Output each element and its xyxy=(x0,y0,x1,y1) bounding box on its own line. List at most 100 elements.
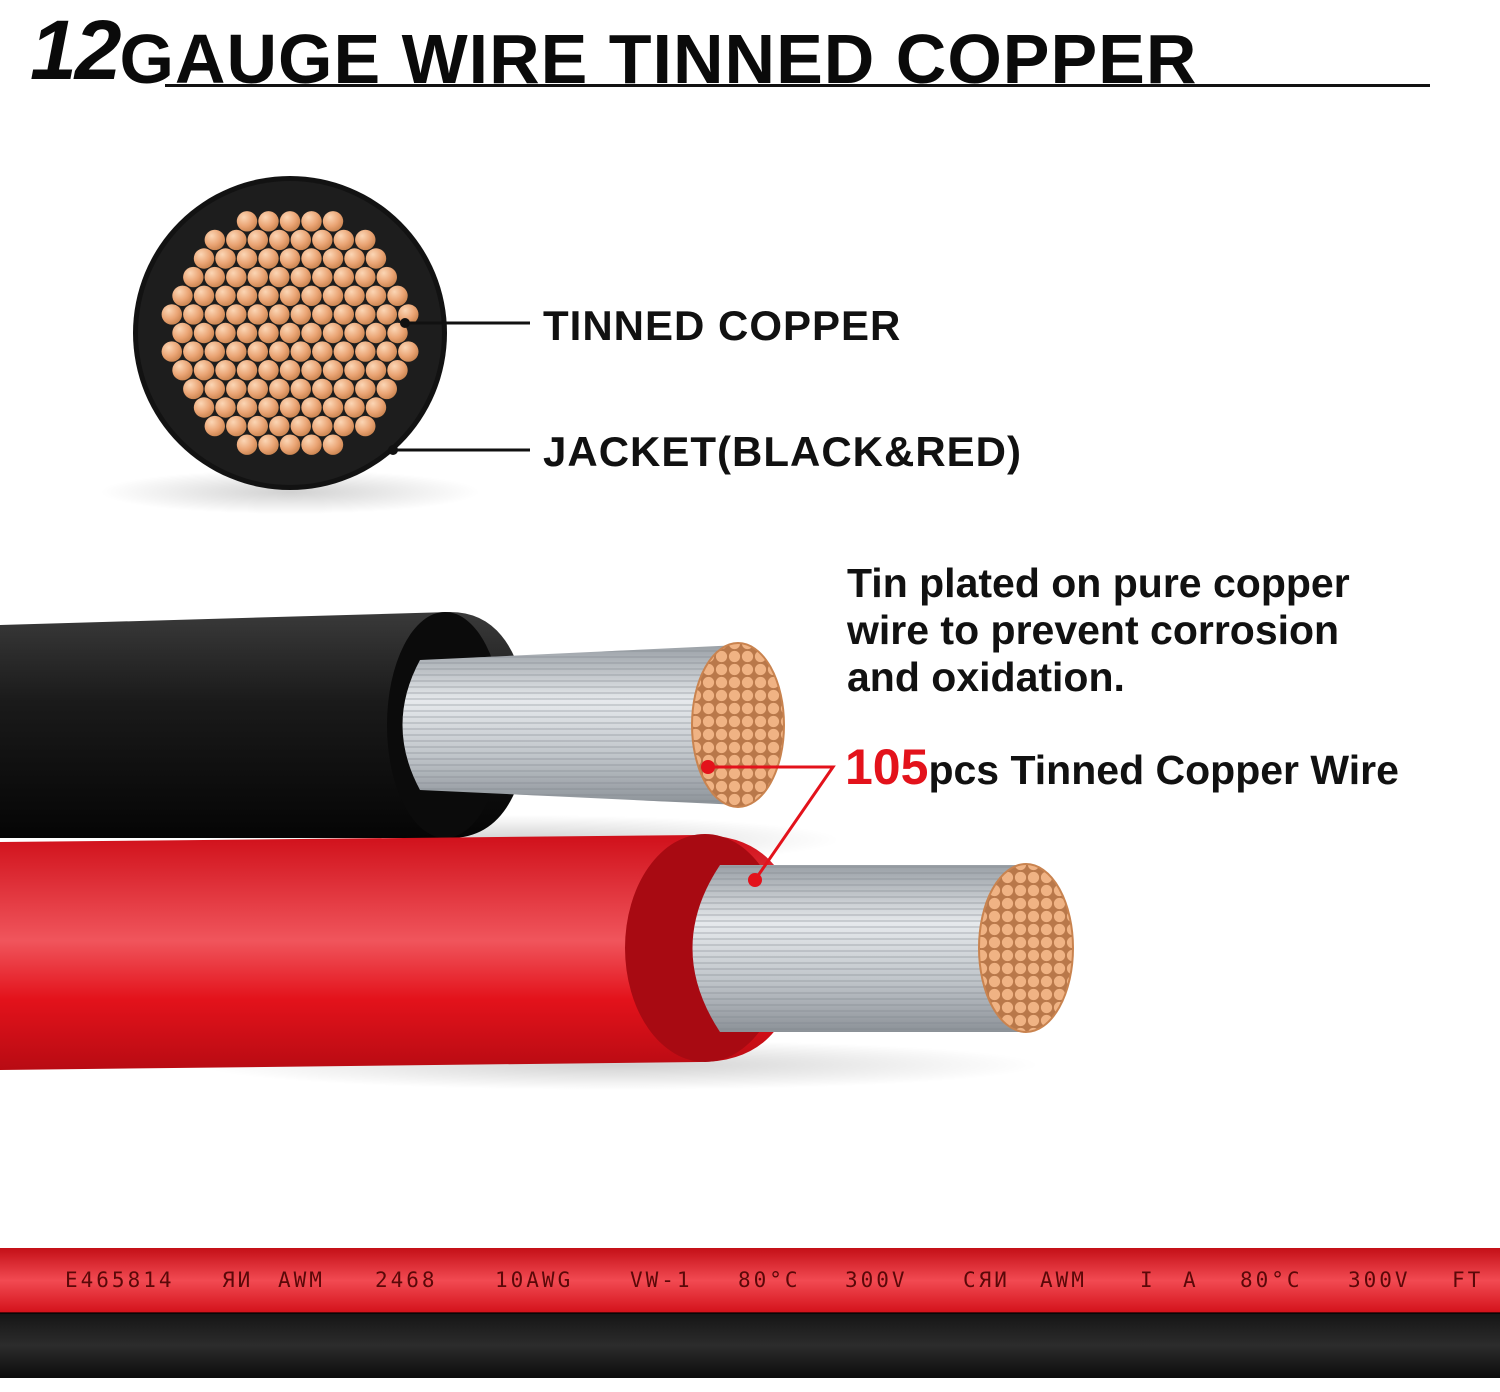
title-underline xyxy=(165,84,1430,87)
copper-strand xyxy=(172,322,193,344)
copper-strand xyxy=(344,285,365,306)
cable-print-item: 80°C xyxy=(1240,1268,1303,1292)
copper-strand xyxy=(236,248,258,269)
copper-strand xyxy=(387,360,408,381)
copper-strand xyxy=(269,304,290,325)
copper-strand xyxy=(172,285,193,306)
copper-strand xyxy=(301,248,322,269)
copper-strand xyxy=(290,378,311,400)
copper-strand xyxy=(215,360,236,381)
copper-strand xyxy=(301,211,322,232)
copper-strand xyxy=(387,285,408,306)
copper-strand xyxy=(333,266,354,288)
cable-print-item: FT xyxy=(1452,1268,1483,1292)
copper-strand xyxy=(183,304,204,325)
copper-strand xyxy=(236,397,258,418)
copper-strand xyxy=(376,266,397,288)
copper-strand xyxy=(365,285,387,306)
copper-strand xyxy=(344,397,365,418)
copper-strand xyxy=(312,378,333,400)
copper-strand xyxy=(301,285,322,306)
copper-strand xyxy=(312,266,333,288)
copper-strand xyxy=(236,360,258,381)
copper-strand xyxy=(290,341,311,362)
copper-strand xyxy=(247,266,268,288)
copper-strand xyxy=(398,341,419,362)
copper-strand xyxy=(301,360,322,381)
copper-strand xyxy=(269,415,290,437)
copper-strand xyxy=(301,434,322,455)
copper-strand xyxy=(204,378,225,400)
cable-print-item: VW-1 xyxy=(630,1268,693,1292)
callout-tinned-copper: TINNED COPPER xyxy=(543,302,902,349)
copper-strand xyxy=(279,397,301,418)
copper-strand xyxy=(204,304,225,325)
copper-strand xyxy=(226,304,247,325)
cable-print-item: A xyxy=(1183,1268,1199,1292)
copper-strand xyxy=(290,229,311,251)
copper-strand xyxy=(322,285,344,306)
page-title: 12GAUGE WIRE TINNED COPPER xyxy=(30,2,1197,98)
strand-count-text: pcs Tinned Copper Wire xyxy=(928,747,1399,793)
copper-strand xyxy=(376,341,397,362)
copper-strand xyxy=(312,304,333,325)
copper-strand xyxy=(215,285,236,306)
copper-strand xyxy=(322,211,344,232)
copper-strand xyxy=(355,378,376,400)
copper-strand xyxy=(215,248,236,269)
cable-print-item: I xyxy=(1140,1268,1156,1292)
copper-strand xyxy=(215,397,236,418)
copper-strand xyxy=(365,397,387,418)
cable-print-item: 80°C xyxy=(738,1268,801,1292)
cable-print-item: CЯИ xyxy=(963,1268,1010,1292)
copper-strand xyxy=(312,415,333,437)
copper-strand xyxy=(333,378,354,400)
cable-print-item: 2468 xyxy=(375,1268,438,1292)
copper-strand xyxy=(322,360,344,381)
copper-strand xyxy=(279,434,301,455)
copper-strand xyxy=(269,266,290,288)
description-line: wire to prevent corrosion xyxy=(847,607,1340,653)
copper-strand xyxy=(387,322,408,344)
copper-strand xyxy=(322,248,344,269)
copper-strand xyxy=(279,360,301,381)
copper-strand xyxy=(269,229,290,251)
cable-print-item: E465814 xyxy=(65,1268,175,1292)
copper-strand xyxy=(183,341,204,362)
copper-strand xyxy=(183,378,204,400)
copper-strand xyxy=(312,341,333,362)
copper-strand xyxy=(258,248,279,269)
copper-strand xyxy=(226,415,247,437)
copper-strand xyxy=(258,360,279,381)
copper-strand xyxy=(312,229,333,251)
copper-strand xyxy=(290,415,311,437)
copper-strand xyxy=(355,304,376,325)
strand-count-number: 105 xyxy=(845,739,929,795)
copper-strand xyxy=(226,341,247,362)
copper-strand xyxy=(183,266,204,288)
copper-strand xyxy=(279,211,301,232)
red-cable xyxy=(0,834,1074,1090)
cable-print-item: AWM xyxy=(278,1268,325,1292)
copper-strand xyxy=(258,397,279,418)
copper-strand xyxy=(193,397,215,418)
copper-strand xyxy=(355,229,376,251)
copper-strand xyxy=(193,285,215,306)
copper-strand xyxy=(365,322,387,344)
strand-count: 105pcs Tinned Copper Wire xyxy=(845,738,1399,796)
copper-strand xyxy=(161,304,182,325)
copper-strand xyxy=(355,341,376,362)
description: Tin plated on pure copper wire to preven… xyxy=(847,560,1467,701)
copper-strand xyxy=(236,434,258,455)
cable-print-item: 300V xyxy=(1348,1268,1411,1292)
copper-strand xyxy=(355,266,376,288)
description-line: and oxidation. xyxy=(847,654,1125,700)
copper-strand xyxy=(193,322,215,344)
copper-strand xyxy=(333,229,354,251)
copper-strand xyxy=(193,360,215,381)
copper-strand xyxy=(355,415,376,437)
